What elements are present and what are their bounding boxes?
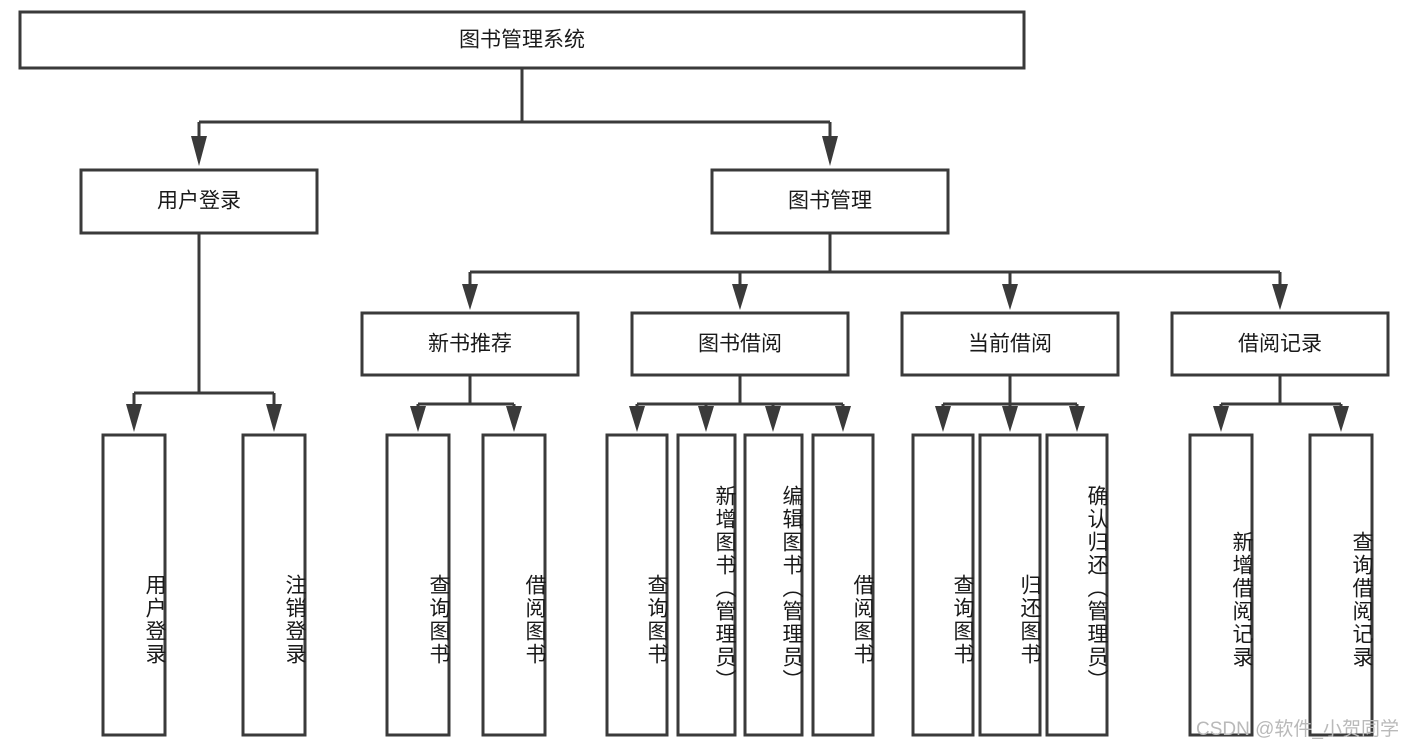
node-root-box[interactable] <box>18 10 1026 70</box>
node-book-borrow-box[interactable] <box>630 311 850 377</box>
node-borrow-record-box[interactable] <box>1170 311 1390 377</box>
node-current-borrow-label: 当前借阅 <box>968 333 1052 356</box>
leaf-boxes <box>101 433 1374 737</box>
leaf-box-user-login[interactable] <box>101 433 167 737</box>
node-borrow-record[interactable]: 借阅记录 <box>1170 311 1390 377</box>
node-book-manage-box[interactable] <box>710 168 950 235</box>
leaf-box-borrow-book-2[interactable] <box>811 433 875 737</box>
node-user-login[interactable]: 用户登录 <box>79 168 319 235</box>
leaf-box-add-record[interactable] <box>1188 433 1254 737</box>
arrow-icon-root-to-user-login <box>191 136 207 166</box>
node-book-manage[interactable]: 图书管理 <box>710 168 950 235</box>
arrow-icon-book-borrow-leaf-4 <box>835 406 851 432</box>
node-book-borrow[interactable]: 图书借阅 <box>630 311 850 377</box>
leaf-box-query-record[interactable] <box>1308 433 1374 737</box>
edge-group-root <box>191 68 838 166</box>
node-current-borrow-box[interactable] <box>900 311 1120 377</box>
node-new-book-recommend-box[interactable] <box>360 311 580 377</box>
leaf-box-confirm-return[interactable] <box>1045 433 1109 737</box>
edge-group-current-borrow <box>935 375 1085 432</box>
arrow-icon-current-borrow-leaf-1 <box>935 406 951 432</box>
node-user-login-box[interactable] <box>79 168 319 235</box>
edge-group-user-login <box>126 233 282 432</box>
leaf-box-edit-book[interactable] <box>743 433 804 737</box>
arrow-icon-borrow-record-leaf-2 <box>1333 406 1349 432</box>
node-new-book-recommend[interactable]: 新书推荐 <box>360 311 580 377</box>
leaf-box-return-book[interactable] <box>978 433 1042 737</box>
node-book-borrow-label: 图书借阅 <box>698 333 782 356</box>
arrow-icon-book-borrow-leaf-2 <box>698 406 714 432</box>
node-new-book-recommend-label: 新书推荐 <box>428 333 512 356</box>
node-current-borrow[interactable]: 当前借阅 <box>900 311 1120 377</box>
arrow-icon-user-login-leaf-1 <box>126 404 142 432</box>
node-root-label: 图书管理系统 <box>459 29 585 52</box>
leaf-box-user-logout[interactable] <box>241 433 307 737</box>
arrow-icon-book-borrow-leaf-1 <box>629 406 645 432</box>
csdn-watermark: CSDN @软件_小贺同学 <box>1196 719 1399 740</box>
arrow-icon-to-new-book-recommend <box>462 284 478 310</box>
edge-group-new-book-recommend <box>410 375 522 432</box>
arrow-icon-to-current-borrow <box>1002 284 1018 310</box>
arrow-icon-current-borrow-leaf-3 <box>1069 406 1085 432</box>
arrow-icon-current-borrow-leaf-2 <box>1002 406 1018 432</box>
leaf-box-query-book-1[interactable] <box>385 433 451 737</box>
arrow-icon-root-to-book-manage <box>822 136 838 166</box>
edge-group-borrow-record <box>1213 375 1349 432</box>
arrow-icon-to-borrow-record <box>1272 284 1288 310</box>
node-borrow-record-label: 借阅记录 <box>1238 333 1322 356</box>
node-user-login-label: 用户登录 <box>157 190 241 213</box>
leaf-box-borrow-book-1[interactable] <box>481 433 547 737</box>
edge-group-book-manage <box>462 233 1288 310</box>
arrow-icon-book-borrow-leaf-3 <box>765 406 781 432</box>
leaf-box-query-book-2[interactable] <box>605 433 669 737</box>
arrow-icon-user-login-leaf-2 <box>266 404 282 432</box>
arrow-icon-to-book-borrow <box>732 284 748 310</box>
arrow-icon-new-book-leaf-2 <box>506 406 522 432</box>
edge-group-book-borrow <box>629 375 851 432</box>
arrow-icon-new-book-leaf-1 <box>410 406 426 432</box>
node-book-manage-label: 图书管理 <box>788 190 872 213</box>
node-root[interactable]: 图书管理系统 <box>18 10 1026 70</box>
arrow-icon-borrow-record-leaf-1 <box>1213 406 1229 432</box>
leaf-box-query-book-3[interactable] <box>911 433 975 737</box>
leaf-box-add-book[interactable] <box>676 433 737 737</box>
